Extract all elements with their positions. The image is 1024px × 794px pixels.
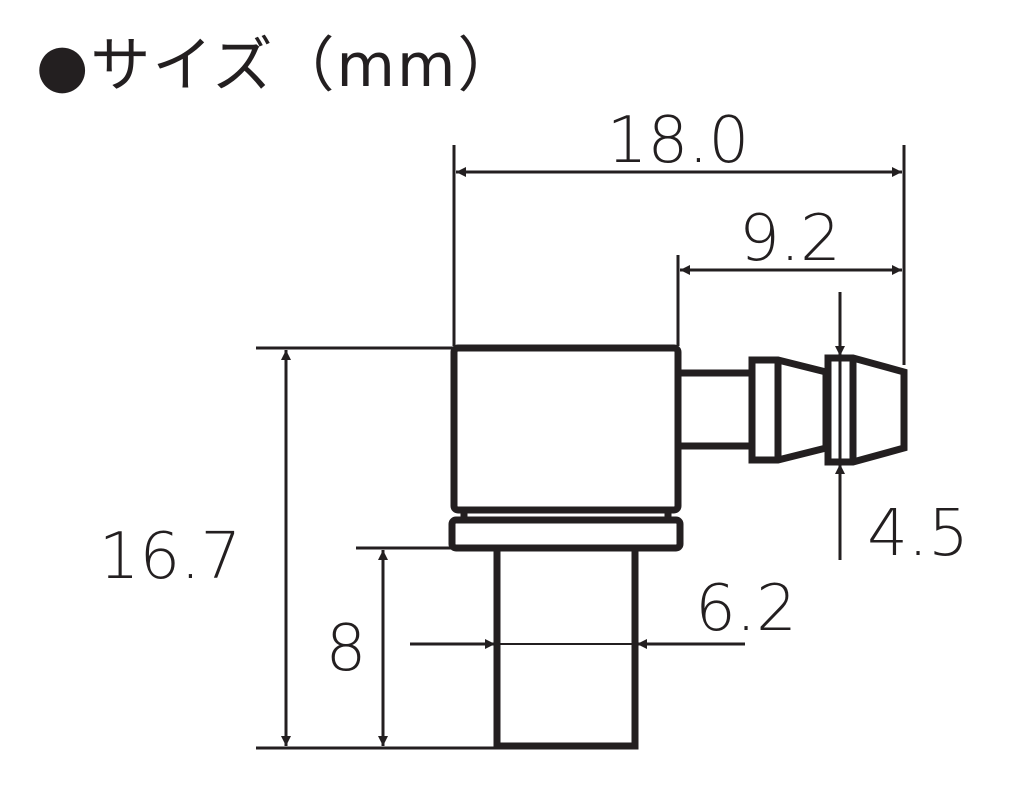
dim-barb-length: 9.2	[739, 202, 841, 276]
dimension-lines	[281, 167, 902, 746]
dim-stem-diameter: 6.2	[695, 572, 797, 646]
fitting-body	[448, 344, 908, 750]
dim-overall-width: 18.0	[607, 104, 750, 178]
dim-barb-diameter: 4.5	[867, 497, 969, 571]
dim-stem-height: 8	[326, 612, 367, 686]
dim-total-height: 16.7	[99, 520, 242, 594]
extension-lines	[256, 145, 906, 750]
diagram-title: ●サイズ（mm）	[36, 31, 520, 101]
